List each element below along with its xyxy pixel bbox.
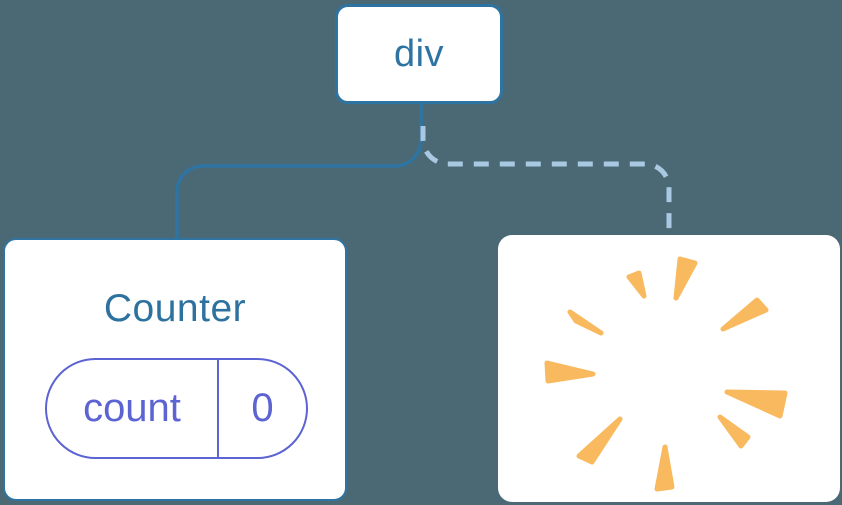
counter-node-title: Counter (103, 287, 247, 330)
state-pill: count 0 (45, 358, 308, 459)
solid-edge-div-to-counter (175, 102, 423, 239)
state-key-label: count (83, 386, 181, 430)
removed-node (498, 235, 840, 502)
state-value-label: 0 (251, 386, 274, 430)
dashed-edge-div-to-removed (420, 126, 672, 236)
state-pill-key-cell: count (47, 360, 219, 457)
poof-icon (544, 256, 788, 492)
root-node-div: div (335, 4, 503, 104)
state-pill-value-cell: 0 (219, 360, 306, 457)
root-node-label: div (393, 32, 445, 75)
counter-node: Counter count 0 (3, 238, 347, 501)
